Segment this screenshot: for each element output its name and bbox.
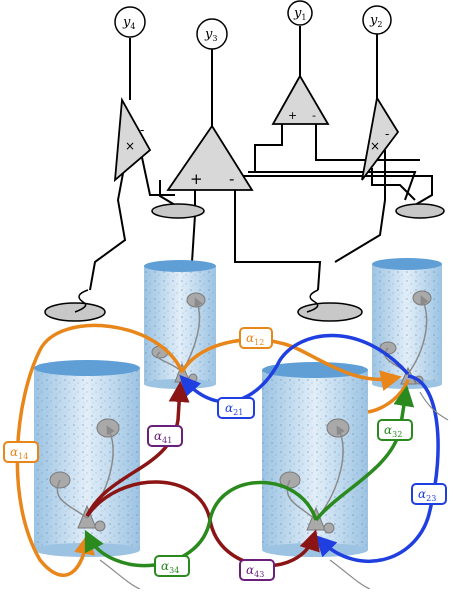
coil-leads [74,289,319,313]
svg-text:α23: α23 [418,487,436,503]
svg-text:y3: y3 [204,27,217,43]
output-sub: 2 [377,20,382,29]
coupling-var: α [246,563,254,577]
output-var: y [204,27,213,42]
cortical-column-2 [372,258,442,389]
output-node-y1: y1 [287,0,313,26]
coupling-sub: 32 [392,430,402,439]
amp4-minus-sign: - [140,123,144,137]
svg-text:y4: y4 [122,15,135,31]
alpha12-connection [180,337,402,392]
coupling-sub: 43 [254,570,264,579]
svg-text:α43: α43 [246,563,264,579]
label-alpha14: α14 [3,441,39,463]
amp2-minus-sign: - [385,127,389,141]
label-alpha21: α21 [217,397,255,419]
svg-text:α34: α34 [161,559,179,575]
alpha34-connection [84,480,318,568]
label-alpha12: α12 [239,327,273,349]
amplifier-4: × - [113,97,152,183]
input-fibers [99,391,449,590]
amp1-plus-sign: + [288,109,297,122]
svg-text:α14: α14 [10,445,28,461]
pad-ellipse [151,203,205,219]
coupling-var: α [154,429,162,443]
pad-ellipse [395,203,445,219]
svg-text:α41: α41 [154,429,172,445]
coupling-var: α [225,401,233,415]
output-sub: 4 [130,22,135,31]
coupling-var: α [246,331,254,345]
wiring [89,26,433,291]
electrode-pads [44,203,445,322]
amp3-minus-sign: - [229,170,234,188]
coupling-sub: 34 [169,566,179,575]
amplifier-1: + - [271,74,330,125]
coupling-sub: 12 [254,338,264,347]
alpha14-connection [15,323,184,578]
label-alpha32: α32 [377,419,413,441]
coupling-var: α [418,487,426,501]
amp4-plus-sign: × [125,139,135,153]
output-node-y4: y4 [114,6,146,38]
output-sub: 1 [301,13,306,22]
output-var: y [293,6,302,21]
amp2-plus-sign: × [370,139,380,153]
output-sub: 3 [212,34,217,43]
neurons-column-4 [49,418,120,532]
output-node-y2: y2 [362,5,392,35]
coupling-var: α [384,423,392,437]
orange-col2-col1 [367,379,410,414]
coupling-sub: 14 [18,452,28,461]
label-alpha34: α34 [154,555,190,577]
coupling-var: α [10,445,18,459]
svg-text:α12: α12 [246,331,264,347]
pad-ellipse [297,302,363,322]
svg-text:α21: α21 [225,401,243,417]
svg-text:α32: α32 [384,423,402,439]
output-var: y [369,13,378,28]
amp1-minus-sign: - [312,109,316,122]
svg-text:y1: y1 [293,6,306,22]
coupling-sub: 41 [162,436,172,445]
amp3-plus-sign: + [190,170,203,188]
svg-text:y2: y2 [369,13,382,29]
label-alpha43: α43 [239,559,275,581]
coupling-sub: 21 [233,408,243,417]
output-node-y3: y3 [196,18,228,50]
amplifier-3: + - [166,124,254,191]
coupling-sub: 23 [426,494,436,503]
amplifier-2: × - [361,95,400,181]
label-alpha41: α41 [147,425,183,447]
alpha23-connection [315,374,440,564]
label-alpha23: α23 [411,483,447,505]
coupling-var: α [161,559,169,573]
output-var: y [122,15,131,30]
